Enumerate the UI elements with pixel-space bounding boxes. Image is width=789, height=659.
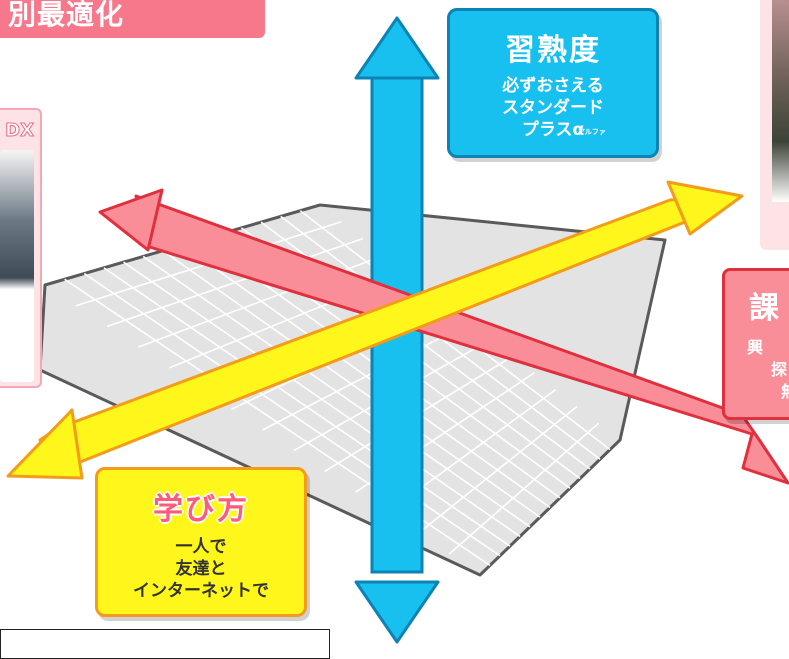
- proficiency-box: 習熟度 必ずおさえる スタンダード プラスα アルファ: [447, 8, 659, 158]
- dx-logo: DX: [5, 120, 35, 142]
- learning-item: 友達と: [175, 559, 227, 579]
- proficiency-item: スタンダード: [502, 98, 604, 118]
- learning-box: 学び方 一人で 友達と インターネットで: [95, 467, 307, 617]
- left-photo-card: DX: [0, 108, 42, 388]
- proficiency-item: 必ずおさえる: [502, 76, 604, 96]
- proficiency-item: プラスα: [521, 120, 585, 140]
- learning-axis-arrow: [6, 180, 744, 480]
- task-item: 興: [747, 338, 764, 357]
- task-box: 課 興 探 無: [722, 268, 789, 420]
- right-photo-card: [760, 0, 789, 250]
- learning-item: 一人で: [175, 537, 227, 557]
- alpha-ruby: アルファ: [578, 128, 606, 136]
- proficiency-axis-lower: [375, 360, 419, 550]
- title-banner: 別最適化: [0, 0, 265, 38]
- task-heading: 課: [749, 291, 779, 326]
- task-item: 無: [725, 381, 789, 403]
- learning-heading: 学び方: [153, 492, 249, 527]
- bottom-text-box: [0, 629, 330, 659]
- classroom-photo: [0, 150, 34, 382]
- learning-item: インターネットで: [133, 581, 269, 601]
- task-axis-arrow: [98, 188, 789, 485]
- proficiency-heading: 習熟度: [505, 33, 601, 68]
- task-item: 探: [771, 360, 788, 379]
- classroom-photo-right: [772, 0, 789, 202]
- title-text: 別最適化: [8, 0, 125, 31]
